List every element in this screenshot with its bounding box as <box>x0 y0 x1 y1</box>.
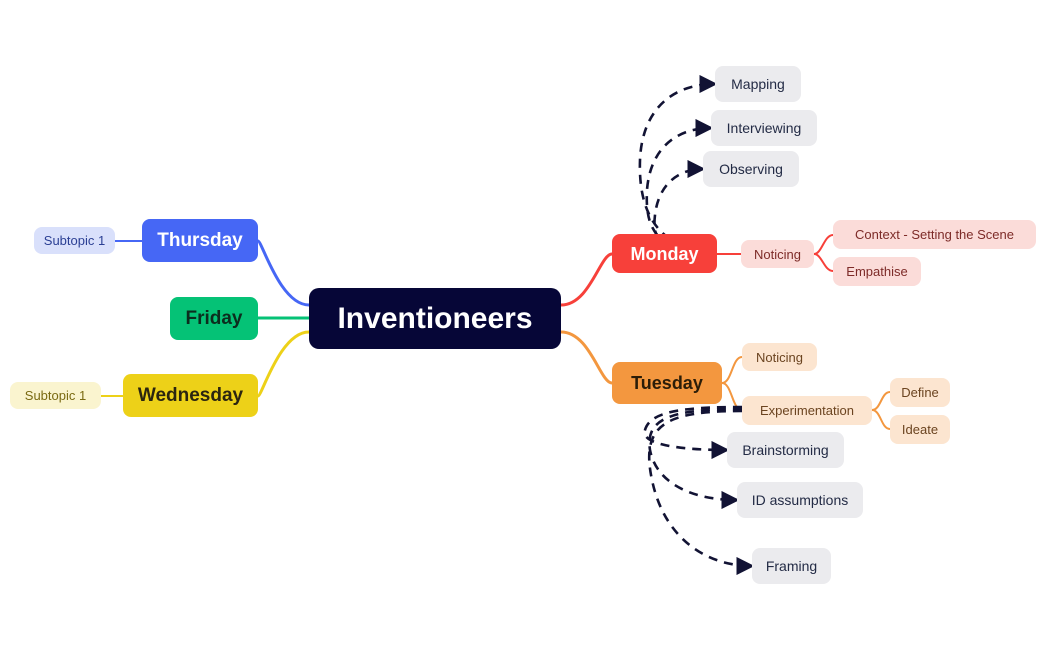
node-mapping-label: Mapping <box>731 76 785 92</box>
root-to-monday <box>559 252 614 307</box>
node-noticing-monday[interactable]: Noticing <box>741 240 814 268</box>
tuesday-to-experimentation <box>721 382 743 411</box>
node-mapping[interactable]: Mapping <box>715 66 801 102</box>
noticing-to-context <box>813 234 834 255</box>
node-brainstorming[interactable]: Brainstorming <box>727 432 844 468</box>
root-to-tuesday <box>559 330 614 385</box>
node-empathise-label: Empathise <box>846 264 908 279</box>
node-interviewing-label: Interviewing <box>726 120 802 136</box>
experimentation-to-ideate <box>871 409 891 430</box>
node-observing[interactable]: Observing <box>703 151 799 187</box>
node-define-label: Define <box>901 385 939 400</box>
node-observing-label: Observing <box>719 161 783 177</box>
node-id-assumptions-label: ID assumptions <box>751 492 849 508</box>
node-ideate[interactable]: Ideate <box>890 415 950 444</box>
node-define[interactable]: Define <box>890 378 950 407</box>
node-interviewing[interactable]: Interviewing <box>711 110 817 146</box>
node-id-assumptions[interactable]: ID assumptions <box>737 482 863 518</box>
node-tuesday-label: Tuesday <box>631 373 703 393</box>
node-empathise[interactable]: Empathise <box>833 257 921 286</box>
node-context-label: Context - Setting the Scene <box>855 227 1014 242</box>
node-experimentation[interactable]: Experimentation <box>742 396 872 425</box>
root-to-wednesday <box>256 330 311 398</box>
node-friday-label: Friday <box>185 308 243 329</box>
node-subtopic-thursday[interactable]: Subtopic 1 <box>34 227 115 254</box>
node-subtopic-thursday-label: Subtopic 1 <box>43 233 106 248</box>
node-friday[interactable]: Friday <box>170 297 258 340</box>
node-root[interactable]: Inventioneers <box>309 288 561 349</box>
node-monday[interactable]: Monday <box>612 234 717 273</box>
node-noticing-tuesday[interactable]: Noticing <box>742 343 817 371</box>
node-brainstorming-label: Brainstorming <box>742 442 829 458</box>
noticing-to-empathise <box>813 253 834 272</box>
node-experimentation-label: Experimentation <box>760 403 854 418</box>
root-to-thursday <box>256 239 311 307</box>
node-monday-label: Monday <box>630 243 699 264</box>
node-wednesday[interactable]: Wednesday <box>123 374 258 417</box>
node-noticing-monday-label: Noticing <box>754 246 801 262</box>
node-subtopic-wednesday-label: Subtopic 1 <box>24 388 87 403</box>
node-noticing-tuesday-label: Noticing <box>756 349 803 365</box>
node-thursday-label: Thursday <box>157 230 243 251</box>
node-wednesday-label: Wednesday <box>137 385 244 406</box>
tuesday-to-noticing <box>721 356 743 384</box>
node-thursday[interactable]: Thursday <box>142 219 258 262</box>
node-framing[interactable]: Framing <box>752 548 831 584</box>
node-root-label: Inventioneers <box>337 301 533 335</box>
experimentation-to-define <box>871 391 891 411</box>
node-tuesday[interactable]: Tuesday <box>612 362 722 404</box>
node-subtopic-wednesday[interactable]: Subtopic 1 <box>10 382 101 409</box>
node-ideate-label: Ideate <box>901 422 939 437</box>
node-framing-label: Framing <box>765 558 818 574</box>
node-context-setting-the-scene[interactable]: Context - Setting the Scene <box>833 220 1036 249</box>
